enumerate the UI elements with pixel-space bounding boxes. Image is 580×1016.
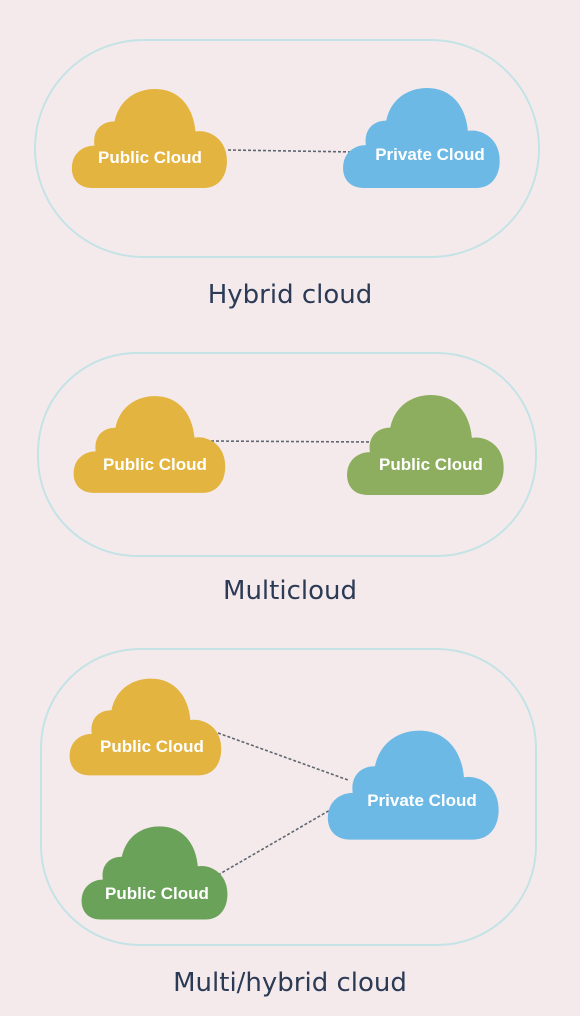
hybrid-public-cloud: Public Cloud — [71, 89, 227, 188]
multi-hybrid-link-top — [217, 732, 349, 781]
cloud-icon — [347, 395, 504, 495]
hybrid-cloud-caption: Hybrid cloud — [207, 280, 373, 310]
cloud-label: Public Cloud — [103, 455, 207, 474]
hybrid-cloud-panel — [34, 39, 540, 258]
cloud-label: Public Cloud — [105, 884, 209, 903]
multicloud-caption: Multicloud — [223, 576, 357, 606]
multicloud-link — [205, 440, 373, 443]
cloud-label: Public Cloud — [98, 148, 202, 167]
cloud-icon — [81, 826, 228, 920]
cloud-icon — [73, 396, 226, 493]
cloud-icon — [327, 730, 499, 840]
multicloud-public-cloud-2: Public Cloud — [347, 395, 504, 495]
multi-hybrid-public-cloud-bottom: Public Cloud — [81, 826, 228, 920]
multi-hybrid-link-bottom — [217, 801, 345, 876]
cloud-icon — [71, 89, 227, 188]
multi-hybrid-cloud-panel — [40, 648, 537, 946]
multicloud-panel — [37, 352, 537, 557]
cloud-icon — [343, 88, 500, 188]
cloud-icon — [69, 678, 222, 776]
cloud-label: Private Cloud — [375, 145, 485, 164]
multi-hybrid-cloud-caption: Multi/hybrid cloud — [173, 968, 407, 998]
cloud-label: Public Cloud — [379, 455, 483, 474]
hybrid-link — [227, 149, 357, 153]
multicloud-public-cloud-1: Public Cloud — [73, 396, 226, 493]
cloud-label: Public Cloud — [100, 737, 204, 756]
multi-hybrid-private-cloud: Private Cloud — [327, 730, 499, 840]
cloud-label: Private Cloud — [367, 791, 477, 810]
hybrid-private-cloud: Private Cloud — [343, 88, 500, 188]
multi-hybrid-public-cloud-top: Public Cloud — [69, 678, 222, 776]
